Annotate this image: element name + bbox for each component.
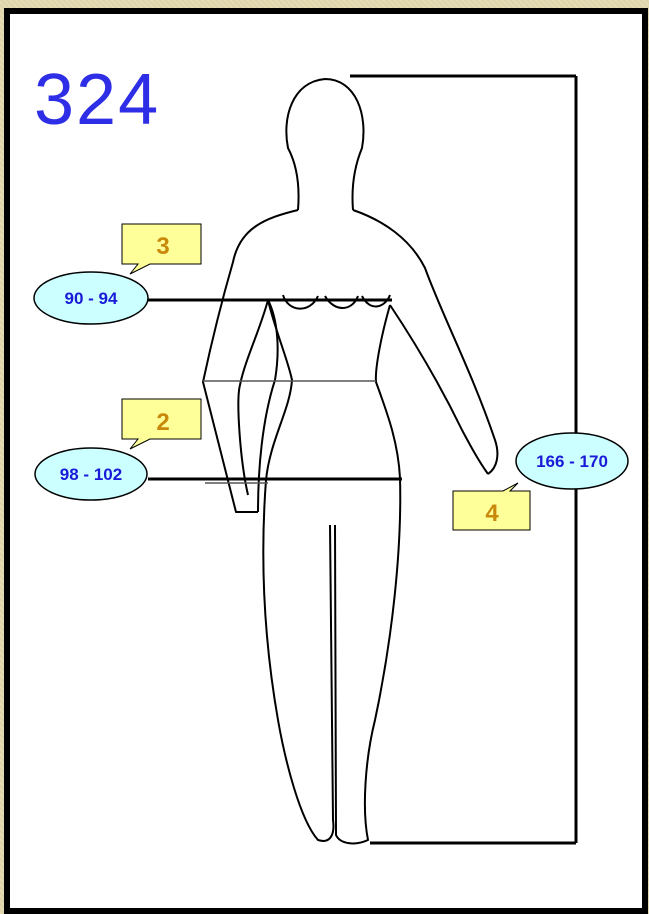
hips-measurement: 98 - 102 2	[35, 399, 402, 500]
bust-tag-number: 3	[156, 233, 169, 260]
height-tag-number: 4	[485, 500, 499, 527]
height-range-label: 166 - 170	[536, 452, 608, 471]
bust-range-label: 90 - 94	[65, 289, 118, 308]
hips-tag-number: 2	[156, 409, 169, 436]
height-tag-callout: 4	[453, 483, 530, 530]
height-measurement: 166 - 170 4	[453, 433, 628, 530]
bust-tag-callout: 3	[122, 224, 201, 274]
hips-tag-callout: 2	[122, 399, 201, 449]
bust-measurement: 90 - 94 3	[34, 224, 392, 324]
hips-range-label: 98 - 102	[60, 465, 122, 484]
body-outline	[203, 79, 497, 843]
